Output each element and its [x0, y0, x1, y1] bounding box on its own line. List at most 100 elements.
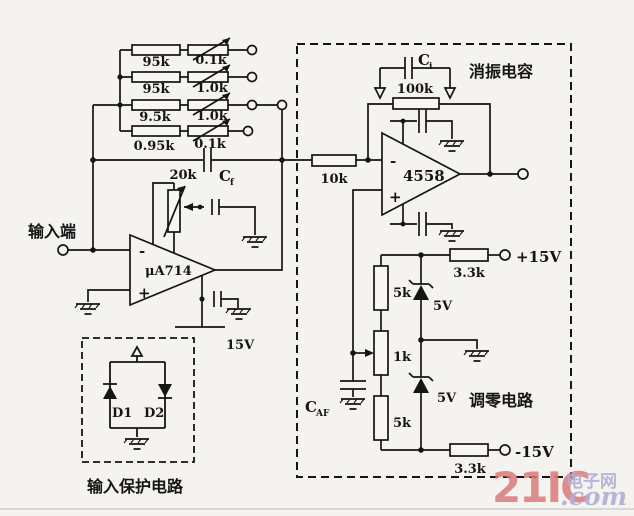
wiper-arrow — [184, 203, 193, 211]
resistor-100k — [392, 97, 440, 110]
zener2-bar — [408, 372, 434, 382]
zener1-bar — [408, 279, 434, 289]
opamp2-top-cap — [418, 109, 427, 133]
terminal-row3 — [246, 99, 258, 111]
second-stage-dashed-box — [296, 43, 572, 478]
zero-adjust-network — [340, 248, 511, 457]
label-r3-trim: 1.0k — [196, 109, 229, 124]
ground-zener-mid — [463, 350, 490, 362]
ground-noninverting — [74, 303, 101, 315]
feedback-resistor-network — [90, 37, 312, 250]
label-zeroing: 调零电路 — [469, 391, 534, 410]
watermark-domain: .com — [560, 482, 627, 511]
resistor-5k-top — [373, 265, 389, 311]
capacitor-ci — [404, 57, 413, 79]
inverting-input-bus — [92, 104, 120, 250]
label-zener1-5v: 5V — [433, 299, 453, 314]
ground-opamp2-bottom — [438, 230, 465, 242]
zener2 — [413, 378, 429, 393]
input-terminal — [57, 244, 69, 256]
label-cf-sub: f — [230, 178, 235, 188]
label-r2-trim: 1.0k — [196, 81, 229, 96]
label-3.3k-neg: 3.3k — [454, 462, 487, 477]
ground-offset-cap — [241, 236, 268, 248]
opamp2-stage — [311, 57, 529, 356]
label-caf-symbol: C — [305, 398, 317, 416]
resistor-5k-bottom — [373, 395, 389, 441]
label-10k: 10k — [320, 172, 348, 187]
supply-capacitor — [213, 291, 222, 307]
resistor-95k-row1 — [131, 44, 181, 56]
label-5k-bottom: 5k — [393, 416, 412, 431]
ground-opamp2-top — [438, 140, 465, 152]
opamp2-bottom-cap — [418, 212, 427, 236]
opamp1-triangle — [129, 233, 218, 307]
label-r3-fixed: 9.5k — [139, 110, 172, 125]
ground-caf — [339, 398, 366, 410]
resistor-3.3k-pos — [449, 248, 489, 262]
opamp2-name: 4558 — [403, 167, 445, 185]
ci-plug-arrow-right — [443, 87, 457, 100]
label-cf-symbol: C — [219, 167, 231, 185]
resistor-9.5k-row3 — [131, 99, 181, 111]
diode-d1 — [103, 386, 117, 399]
jumper-terminal-row3 — [276, 99, 288, 111]
terminal-row1 — [246, 44, 258, 56]
label-caf-sub: AF — [315, 409, 330, 419]
label-d1: D1 — [112, 406, 132, 421]
diode-d2 — [158, 384, 172, 397]
opamp1-name: μA714 — [145, 264, 192, 279]
input-protection-box — [81, 337, 195, 463]
label-input-terminal: 输入端 — [28, 222, 76, 241]
label-r4-fixed: 0.95k — [134, 139, 176, 154]
label-1k: 1k — [393, 350, 412, 365]
resistor-95k-row2 — [131, 71, 181, 83]
opamp1-minus: - — [139, 242, 145, 260]
label-r1-fixed: 95k — [142, 55, 170, 70]
opamp2-triangle — [381, 131, 462, 217]
opamp2-minus: - — [390, 152, 396, 170]
resistor-10k — [311, 154, 357, 167]
label-r4-trim: 0.1k — [194, 137, 227, 152]
label-damping-cap: 消振电容 — [469, 62, 533, 81]
label-input-protection: 输入保护电路 — [87, 477, 184, 496]
watermark-brand: 21IC — [492, 463, 589, 512]
ground-protection — [123, 438, 150, 450]
capacitor-caf — [340, 353, 366, 397]
pot-1k — [373, 330, 389, 376]
pos-supply-terminal — [499, 249, 511, 261]
ci-plug-arrow-left — [373, 87, 387, 100]
label-pos-15v: +15V — [516, 248, 561, 266]
watermark-site: 电子网 — [566, 471, 617, 492]
zero-wiper-arrow — [365, 349, 374, 357]
label-ci-sub: i — [429, 62, 433, 72]
label-neg-15v: -15V — [515, 443, 554, 461]
ci-loop-wire — [379, 67, 451, 88]
label-5k-top: 5k — [393, 286, 412, 301]
opamp1-output-wire — [215, 160, 283, 271]
protection-dashed-box — [81, 337, 195, 463]
label-3.3k-pos: 3.3k — [453, 266, 486, 281]
offset-capacitor — [211, 199, 220, 215]
label-pot-20k: 20k — [169, 168, 197, 183]
feedback-100k-wire — [367, 103, 491, 174]
opamp1-plus: + — [138, 284, 151, 302]
watermark: 21IC 电子网 .com — [492, 463, 627, 512]
opamp2-plus: + — [389, 188, 402, 206]
output-terminal — [517, 168, 529, 180]
terminal-row4 — [242, 125, 254, 137]
label-15v: 15V — [226, 338, 255, 353]
label-ci-symbol: C — [418, 51, 430, 69]
protection-top-terminal — [130, 345, 144, 357]
label-zener2-5v: 5V — [437, 391, 457, 406]
label-r1-trim: 0.1k — [195, 53, 228, 68]
terminal-row2 — [246, 71, 258, 83]
label-100k: 100k — [397, 82, 434, 97]
trimmer-1.0k-row3 — [187, 99, 229, 111]
noninverting-wire — [352, 189, 382, 353]
label-d2: D2 — [144, 406, 164, 421]
trimmer-0.1k-row4 — [187, 125, 229, 137]
trimmer-0.1k-row1 — [187, 44, 229, 56]
